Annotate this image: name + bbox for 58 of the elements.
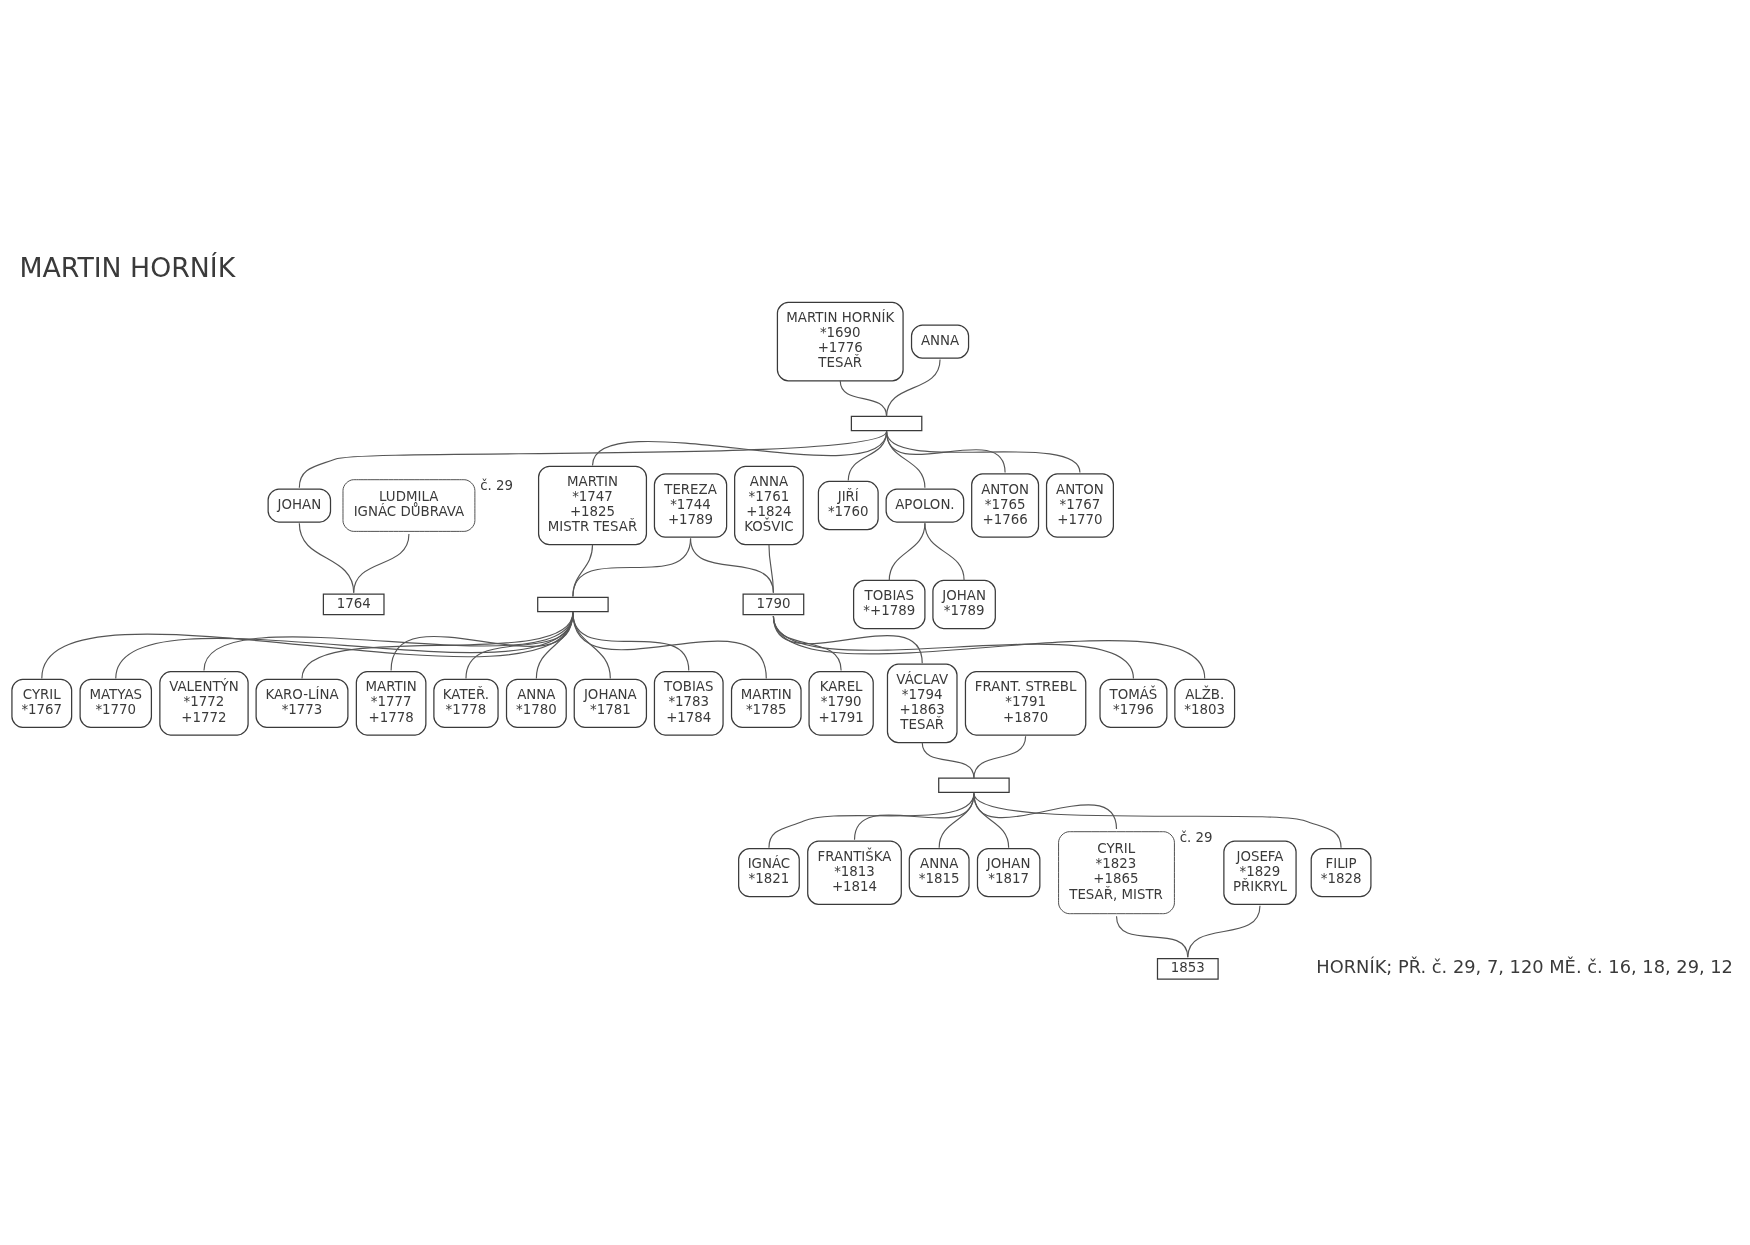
node-box: KATEŘ. *1778 — [433, 678, 499, 729]
node-box: 1790 — [742, 593, 805, 616]
node-box: KAREL *1790 +1791 — [808, 671, 874, 736]
node-box: JIŘÍ *1760 — [817, 480, 879, 531]
node-box: 1853 — [1156, 958, 1219, 980]
node-box — [938, 777, 1010, 794]
node-box: VALENTÝN *1772 +1772 — [159, 671, 249, 736]
connector — [886, 358, 941, 417]
node-box: KARO-LÍNA *1773 — [255, 678, 349, 729]
node-box: TOBIAS *1783 +1784 — [653, 671, 724, 736]
node-box: TOMÁŠ *1796 — [1099, 678, 1168, 729]
node-box: TEREZA *1744 +1789 — [653, 473, 728, 538]
connector — [298, 431, 888, 489]
node-box: TOBIAS *+1789 — [853, 579, 926, 630]
connector — [921, 742, 975, 779]
connector — [973, 792, 1118, 830]
connector — [886, 431, 1081, 474]
node-box: MARTIN HORNÍK *1690 +1776 TESAŘ — [776, 301, 904, 382]
node-box: MARTIN *1777 +1778 — [355, 671, 427, 736]
node-box: ANTON *1765 +1766 — [971, 473, 1040, 538]
node-box: ANNA *1761 +1824 KOŠVIC — [734, 465, 804, 546]
node-box: FRANT. STREBL *1791 +1870 — [964, 671, 1087, 736]
node-box: FILIP *1828 — [1310, 848, 1372, 898]
node-box: JOSEFA *1829 PŘIKRYL — [1223, 840, 1297, 905]
connector — [591, 431, 888, 466]
node-box: ANTON *1767 +1770 — [1045, 473, 1114, 538]
node-box: JOHAN *1789 — [932, 579, 996, 630]
node-label: č. 29 — [1179, 830, 1213, 846]
node-box: MARTIN *1747 +1825 MISTR TESAŘ — [537, 465, 648, 546]
diagram-title: MARTIN HORNÍK — [19, 251, 236, 283]
node-box: ALŽB. *1803 — [1174, 678, 1236, 729]
node-box: JOHAN — [267, 488, 332, 523]
connector — [1187, 905, 1261, 958]
node-box: APOLON. — [885, 488, 965, 523]
connector — [689, 537, 774, 594]
node-box: JOHANA *1781 — [573, 678, 648, 729]
node-box: ANNA *1780 — [505, 678, 567, 729]
label: HORNÍK; PŘ. č. 29, 7, 120 MĚ. č. 16, 18, 29, 12 — [1316, 956, 1733, 978]
node-box: VÁCLAV *1794 +1863 TESAŘ — [886, 663, 958, 744]
node-box: JOHAN *1817 — [976, 848, 1041, 898]
node-box: ANNA *1815 — [908, 848, 970, 898]
node-box: CYRIL *1767 — [11, 678, 73, 729]
connector — [772, 615, 1206, 679]
node-label: č. 29 — [480, 478, 514, 494]
node-box: IGNÁC *1821 — [738, 848, 800, 898]
node-box: 1764 — [322, 593, 385, 616]
node-box — [537, 596, 609, 613]
connector — [572, 611, 767, 679]
node-box: FRANTIŠKA *1813 +1814 — [807, 840, 902, 905]
connector — [924, 522, 965, 581]
connector — [973, 735, 1027, 779]
connector — [768, 544, 774, 594]
node-box: MATYAS *1770 — [79, 678, 153, 729]
node-box — [850, 415, 923, 432]
node-box: ANNA — [910, 324, 970, 359]
node-box: MARTIN *1785 — [730, 678, 802, 729]
connector — [973, 792, 1342, 849]
connector — [353, 533, 410, 594]
